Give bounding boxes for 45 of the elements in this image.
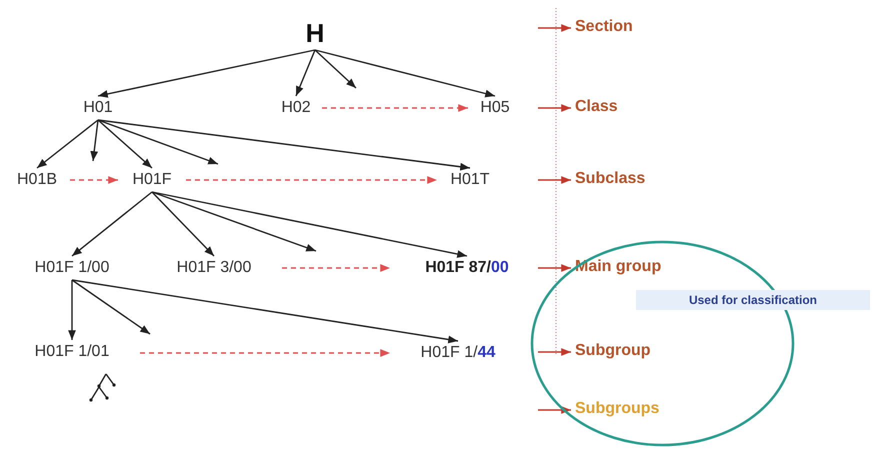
group-code: H01F 87/00: [394, 258, 540, 278]
arrow: [90, 120, 99, 162]
arrow: [538, 104, 571, 112]
level-label: Subgroups: [575, 399, 685, 421]
arrow: [314, 49, 496, 98]
dashed-arrow: [322, 104, 468, 112]
dashed-arrow: [140, 349, 390, 357]
arrow: [72, 279, 150, 335]
level-label: Section: [575, 17, 655, 39]
note-label: Used for classification: [636, 290, 870, 310]
class-code: H05: [472, 98, 518, 118]
subclass-code: H01T: [441, 170, 499, 190]
dashed-arrow: [282, 264, 390, 272]
subclass-code: H01B: [8, 170, 66, 190]
arrow: [295, 50, 316, 96]
arrow: [538, 24, 571, 32]
arrow: [98, 119, 218, 165]
arrow: [538, 406, 571, 414]
arrow: [152, 191, 316, 252]
arrow: [36, 119, 98, 169]
arrow: [98, 49, 316, 98]
group-code: H01F 1/00: [8, 258, 136, 278]
arrow: [72, 191, 152, 257]
level-label: Subclass: [575, 169, 665, 191]
class-code: H02: [274, 98, 318, 118]
dashed-arrow: [186, 176, 437, 184]
group-code: H01F 1/01: [8, 342, 136, 362]
level-label: Subgroup: [575, 341, 675, 363]
section-code: H: [300, 18, 330, 48]
arrow: [314, 49, 356, 89]
arrow: [152, 192, 214, 256]
level-label: Class: [575, 97, 635, 119]
arrow: [98, 119, 470, 171]
dashed-arrow: [70, 176, 118, 184]
arrow: [68, 280, 76, 340]
class-code: H01: [76, 98, 120, 118]
arrow: [538, 348, 571, 356]
subclass-code: H01F: [122, 170, 182, 190]
group-code: H01F 1/44: [394, 343, 522, 363]
arrow: [152, 191, 468, 258]
arrow: [72, 279, 458, 344]
group-code: H01F 3/00: [150, 258, 278, 278]
arrow: [538, 176, 571, 184]
arrow: [538, 264, 571, 272]
arrow: [98, 119, 152, 169]
